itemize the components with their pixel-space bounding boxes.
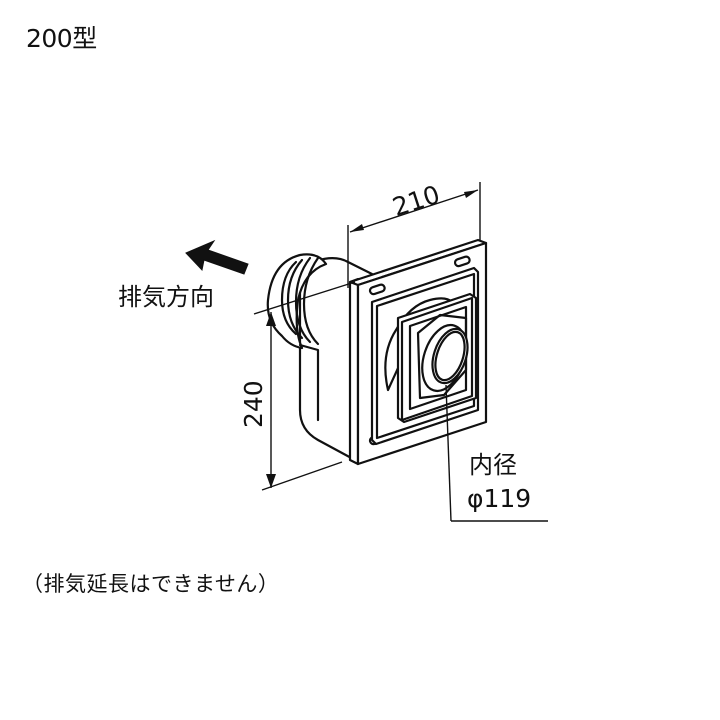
pipe-outlet xyxy=(384,292,478,424)
screw-slot xyxy=(453,255,471,268)
inner-diameter-leader xyxy=(445,384,548,522)
screw-slot xyxy=(368,283,386,296)
width-dimension-value: 210 xyxy=(389,180,443,222)
footnote: （排気延長はできません） xyxy=(22,572,280,596)
height-dimension: 240 xyxy=(239,281,356,491)
model-title: 200型 xyxy=(26,24,97,53)
inner-diameter-value: φ119 xyxy=(467,484,531,513)
exhaust-direction-arrow-icon xyxy=(185,239,249,275)
height-dimension-value: 240 xyxy=(239,380,268,428)
exhaust-direction-label: 排気方向 xyxy=(118,283,214,311)
inner-diameter-label: 内径 xyxy=(469,451,517,479)
